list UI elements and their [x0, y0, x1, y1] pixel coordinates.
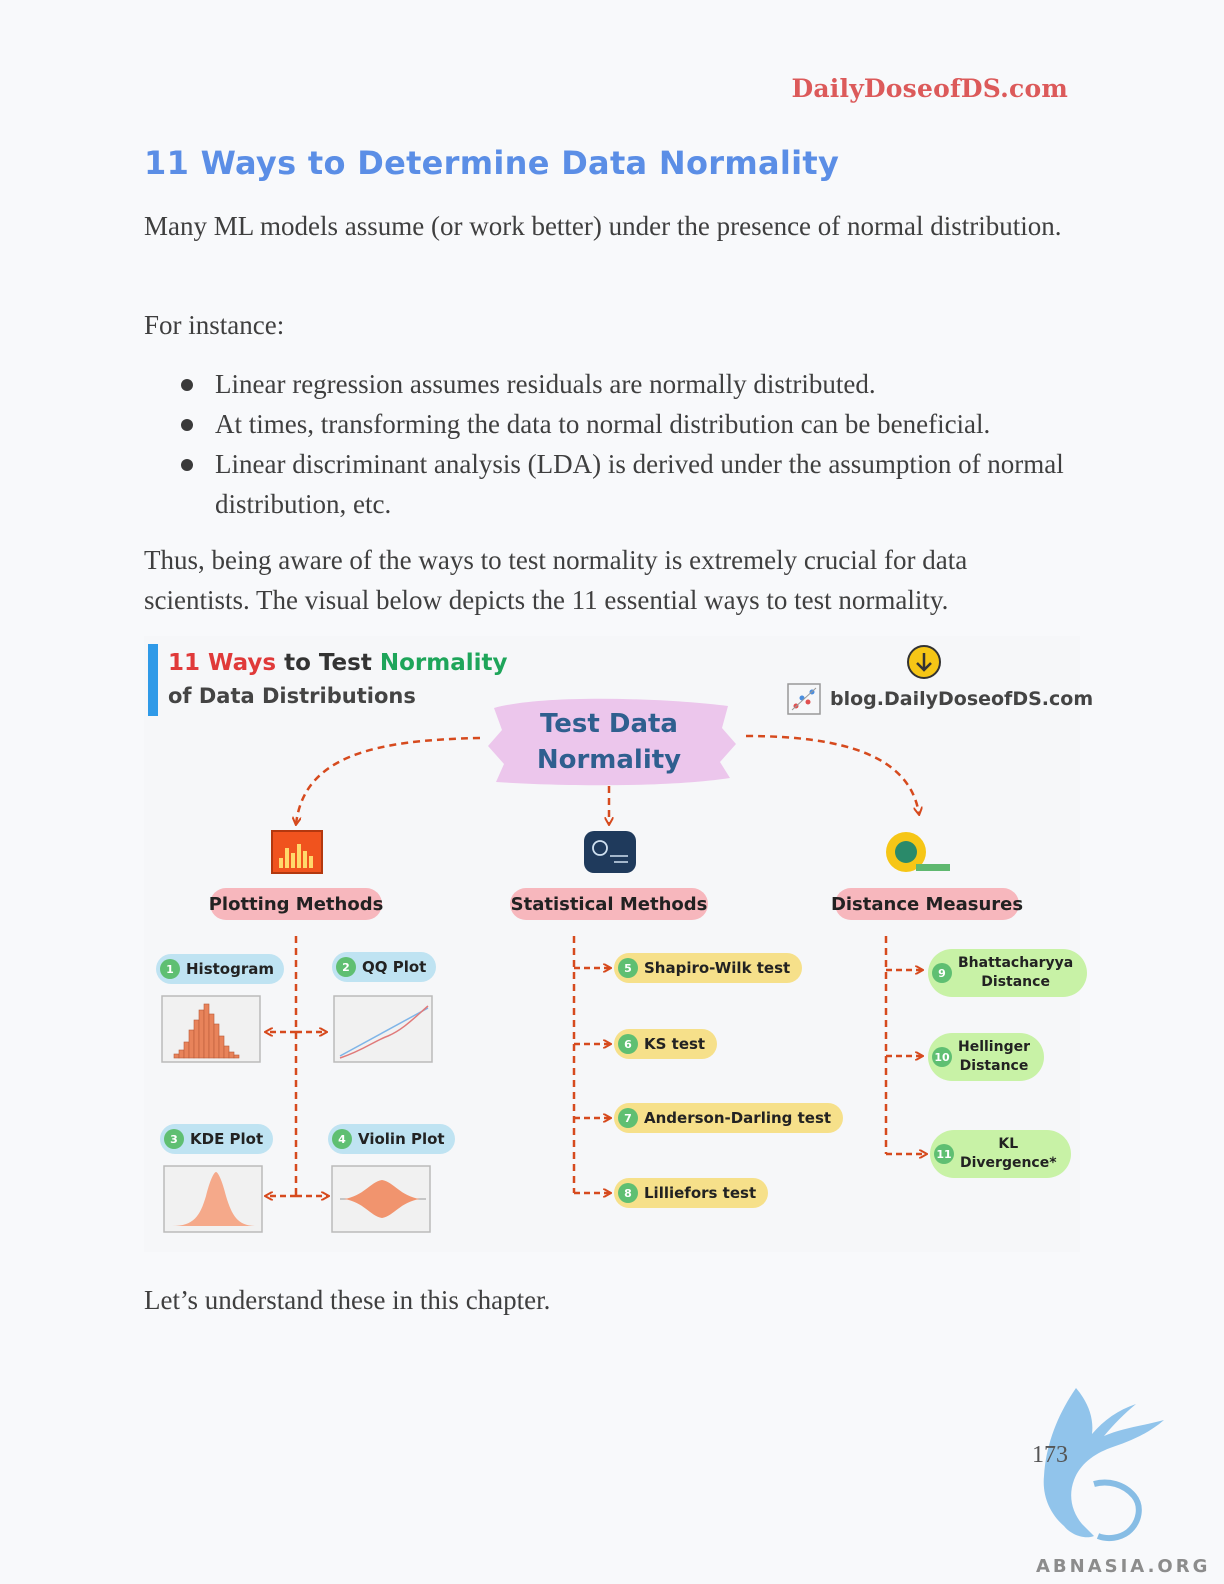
center-node-line2: Normality	[536, 745, 682, 775]
category-statistical-methods: Statistical Methods	[510, 888, 708, 920]
method-label: QQ Plot	[362, 958, 427, 976]
step-number-badge: 9	[932, 963, 952, 983]
method-qq-plot: 2 QQ Plot	[332, 952, 437, 982]
method-violin-plot: 4 Violin Plot	[328, 1124, 455, 1154]
method-label: Lilliefors test	[644, 1184, 757, 1202]
download-icon	[907, 645, 941, 679]
step-number-badge: 7	[618, 1108, 638, 1128]
step-number-badge: 1	[160, 959, 180, 979]
method-histogram: 1 Histogram	[156, 954, 284, 984]
blog-url: blog.DailyDoseofDS.com	[830, 688, 1094, 710]
step-number-badge: 11	[934, 1144, 954, 1164]
qq-plot-thumbnail	[333, 995, 433, 1063]
connector-to-distance	[745, 734, 919, 814]
method-shapiro-wilk: 5 Shapiro-Wilk test	[614, 953, 803, 983]
method-lilliefors: 8 Lilliefors test	[614, 1178, 769, 1208]
method-label: Anderson-Darling test	[644, 1109, 832, 1127]
histogram-thumbnail	[161, 995, 261, 1063]
step-number-badge: 6	[618, 1034, 638, 1054]
category-distance-measures: Distance Measures	[831, 888, 1023, 920]
bar-chart-icon	[271, 830, 323, 874]
tape-measure-icon	[886, 832, 950, 872]
infographic-title-line1: 11 Ways to Test Normality	[168, 650, 508, 676]
bullet-icon	[181, 419, 193, 431]
lead-paragraph: For instance:	[144, 310, 285, 340]
method-label: Shapiro-Wilk test	[644, 959, 791, 977]
bullet-icon	[181, 459, 193, 471]
normality-infographic: 11 Ways to Test Normality of Data Distri…	[144, 636, 1093, 1252]
scatter-plot-icon	[787, 683, 821, 715]
connector-to-plotting	[296, 736, 481, 824]
step-number-badge: 8	[618, 1183, 638, 1203]
infographic-graphics	[161, 645, 950, 1233]
method-label: KDE Plot	[190, 1130, 264, 1148]
list-item: At times, transforming the data to norma…	[144, 404, 1084, 444]
griffin-watermark-icon	[1043, 1388, 1164, 1542]
method-ks-test: 6 KS test	[614, 1029, 718, 1059]
list-item-text: Linear regression assumes residuals are …	[215, 369, 876, 399]
step-number-badge: 10	[932, 1047, 952, 1067]
method-label: Violin Plot	[358, 1130, 445, 1148]
list-item: Linear regression assumes residuals are …	[144, 364, 1084, 404]
brush-stroke-shape	[488, 698, 736, 786]
center-node-line1: Test Data	[540, 709, 678, 739]
title-accent-bar	[148, 644, 158, 716]
site-name: DailyDoseofDS.com	[791, 74, 1068, 103]
method-label: KS test	[644, 1035, 706, 1053]
closing-paragraph: Let’s understand these in this chapter.	[144, 1285, 551, 1315]
watermark-text: ABNASIA.ORG	[1036, 1556, 1211, 1577]
list-item-text: Linear discriminant analysis (LDA) is de…	[215, 449, 1064, 519]
step-number-badge: 3	[164, 1129, 184, 1149]
center-node: Test Data Normality	[490, 702, 728, 782]
infographic-title-line2: of Data Distributions	[168, 684, 416, 708]
violin-plot-thumbnail	[331, 1165, 431, 1233]
analytics-screen-icon	[584, 831, 636, 873]
summary-paragraph: Thus, being aware of the ways to test no…	[144, 545, 968, 615]
intro-paragraph: Many ML models assume (or work better) u…	[144, 211, 1062, 241]
list-item: Linear discriminant analysis (LDA) is de…	[144, 444, 1084, 524]
page-number: 173	[1032, 1442, 1068, 1468]
method-label: Histogram	[186, 960, 274, 978]
bullet-list: Linear regression assumes residuals are …	[144, 364, 1084, 524]
step-number-badge: 5	[618, 958, 638, 978]
list-item-text: At times, transforming the data to norma…	[215, 409, 991, 439]
step-number-badge: 4	[332, 1129, 352, 1149]
method-anderson-darling: 7 Anderson-Darling test	[614, 1103, 844, 1133]
step-number-badge: 2	[336, 957, 356, 977]
method-kde-plot: 3 KDE Plot	[160, 1124, 274, 1154]
page-title: 11 Ways to Determine Data Normality	[144, 144, 840, 182]
bullet-icon	[181, 379, 193, 391]
category-plotting-methods: Plotting Methods	[209, 888, 383, 920]
kde-plot-thumbnail	[163, 1165, 263, 1233]
